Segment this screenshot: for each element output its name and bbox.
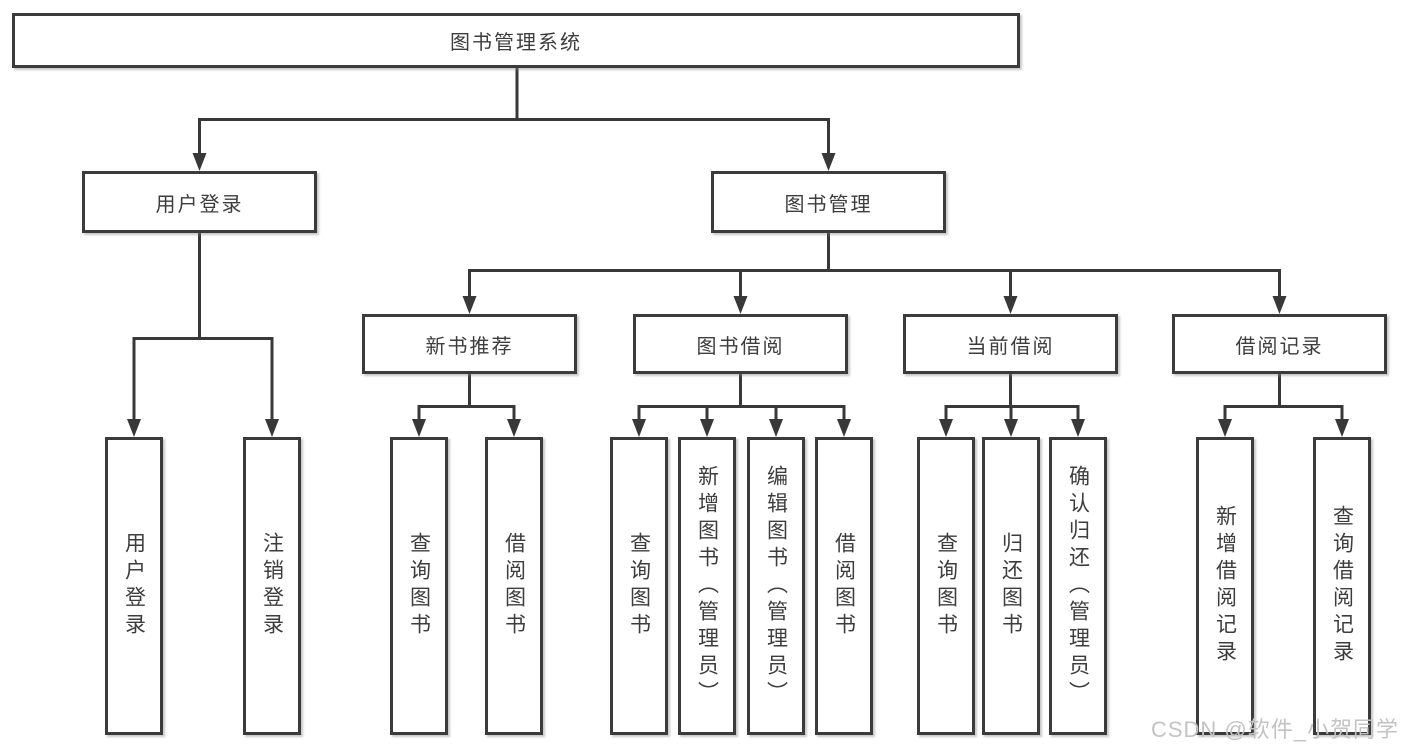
leaf-label: 查询图书: [407, 532, 431, 640]
leaf-label: 新增借阅记录: [1213, 505, 1237, 667]
node-book-management: 图书管理: [711, 171, 946, 233]
leaf-query-books-current: 查询图书: [917, 437, 975, 735]
leaf-label: 归还图书: [999, 532, 1023, 640]
node-book-borrow: 图书借阅: [633, 314, 848, 374]
leaf-label: 借阅图书: [502, 532, 526, 640]
node-borrow-records: 借阅记录: [1172, 314, 1387, 374]
arrow-down-icon: [1272, 296, 1287, 314]
arrow-down-icon: [192, 153, 207, 171]
arrow-down-icon: [265, 419, 279, 437]
leaf-borrow-books-recommend: 借阅图书: [485, 437, 543, 735]
arrow-down-icon: [1335, 419, 1349, 437]
leaf-query-books-borrow: 查询图书: [610, 437, 668, 735]
leaf-add-book-admin: 新增图书（管理员）: [678, 437, 736, 735]
arrow-down-icon: [1218, 419, 1232, 437]
leaf-query-books-recommend: 查询图书: [390, 437, 448, 735]
leaf-label: 查询图书: [627, 532, 651, 640]
leaf-edit-book-admin: 编辑图书（管理员）: [747, 437, 805, 735]
arrow-down-icon: [700, 419, 714, 437]
arrow-down-icon: [127, 419, 141, 437]
leaf-borrow-books: 借阅图书: [815, 437, 873, 735]
leaf-label: 新增图书（管理员）: [695, 464, 719, 708]
leaf-label: 编辑图书（管理员）: [764, 464, 788, 708]
arrow-down-icon: [507, 419, 521, 437]
leaf-add-borrow-record: 新增借阅记录: [1196, 437, 1254, 735]
leaf-user-login: 用户登录: [105, 437, 163, 735]
node-root-system: 图书管理系统: [12, 13, 1020, 68]
arrow-down-icon: [1003, 296, 1018, 314]
leaf-label: 查询借阅记录: [1330, 505, 1354, 667]
leaf-label: 借阅图书: [832, 532, 856, 640]
arrow-down-icon: [837, 419, 851, 437]
arrow-down-icon: [769, 419, 783, 437]
leaf-label: 查询图书: [934, 532, 958, 640]
leaf-label: 注销登录: [260, 532, 284, 640]
leaf-logout: 注销登录: [243, 437, 301, 735]
arrow-down-icon: [939, 419, 953, 437]
arrow-down-icon: [412, 419, 426, 437]
arrow-down-icon: [821, 153, 836, 171]
leaf-return-book: 归还图书: [982, 437, 1040, 735]
csdn-watermark: CSDN @软件_小贺同学: [1150, 717, 1399, 742]
arrow-down-icon: [1071, 419, 1085, 437]
leaf-label: 确认归还（管理员）: [1066, 464, 1090, 708]
leaf-confirm-return-admin: 确认归还（管理员）: [1049, 437, 1107, 735]
node-current-borrow: 当前借阅: [903, 314, 1118, 374]
arrow-down-icon: [632, 419, 646, 437]
connector-strokes: [132, 68, 1344, 420]
arrow-down-icon: [1004, 419, 1018, 437]
arrow-down-icon: [733, 296, 748, 314]
node-new-book-recommend: 新书推荐: [362, 314, 577, 374]
arrowheads: [127, 153, 1349, 437]
leaf-query-borrow-record: 查询借阅记录: [1313, 437, 1371, 735]
leaf-label: 用户登录: [122, 532, 146, 640]
arrow-down-icon: [462, 296, 477, 314]
node-user-login: 用户登录: [82, 171, 317, 233]
